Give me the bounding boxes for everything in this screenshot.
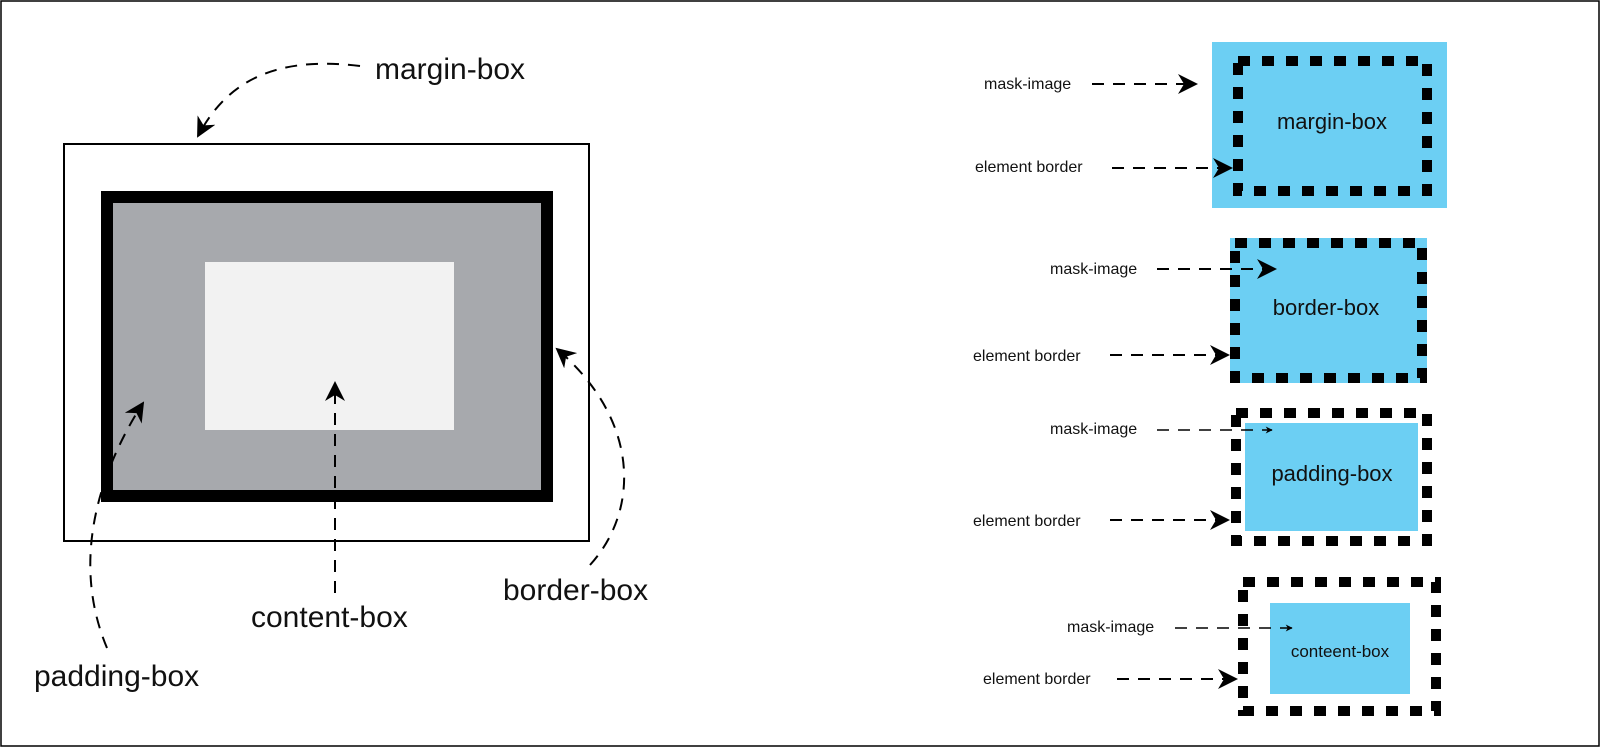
element-border	[1233, 56, 1432, 196]
padding-box-label: padding-box	[34, 660, 199, 693]
content-box-label: content-box	[251, 601, 408, 634]
panel-content-box: conteent-box mask-image element border	[983, 577, 1441, 716]
mask-image-area	[1212, 42, 1447, 208]
padding-box-arrow	[89, 401, 145, 649]
mask-image-area	[1270, 603, 1410, 694]
mask-image-label: mask-image	[1050, 261, 1137, 278]
mask-image-label: mask-image	[984, 76, 1071, 93]
content-box-rect	[205, 262, 454, 430]
element-border-label: element border	[983, 671, 1091, 688]
mask-image-area	[1245, 423, 1418, 531]
element-border-label: element border	[973, 513, 1081, 530]
panel-title: padding-box	[1271, 461, 1392, 486]
margin-box-arrow	[197, 62, 361, 138]
panel-title: conteent-box	[1291, 642, 1390, 661]
element-border	[1231, 408, 1432, 546]
border-box-label: border-box	[503, 574, 648, 607]
box-model-illustration: margin-box border-box content-box paddin…	[34, 53, 648, 693]
panel-title: margin-box	[1277, 109, 1387, 134]
margin-box-label: margin-box	[375, 53, 525, 86]
panel-border-box: border-box mask-image element border	[973, 238, 1427, 383]
element-border-label: element border	[973, 348, 1081, 365]
mask-image-label: mask-image	[1067, 619, 1154, 636]
panel-margin-box: margin-box mask-image element border	[975, 42, 1447, 208]
element-border-label: element border	[975, 159, 1083, 176]
border-box-arrow	[555, 347, 626, 566]
panel-title: border-box	[1273, 295, 1379, 320]
mask-image-label: mask-image	[1050, 421, 1137, 438]
panel-padding-box: padding-box mask-image element border	[973, 408, 1432, 546]
element-border	[1238, 577, 1441, 716]
element-border	[1230, 238, 1427, 383]
